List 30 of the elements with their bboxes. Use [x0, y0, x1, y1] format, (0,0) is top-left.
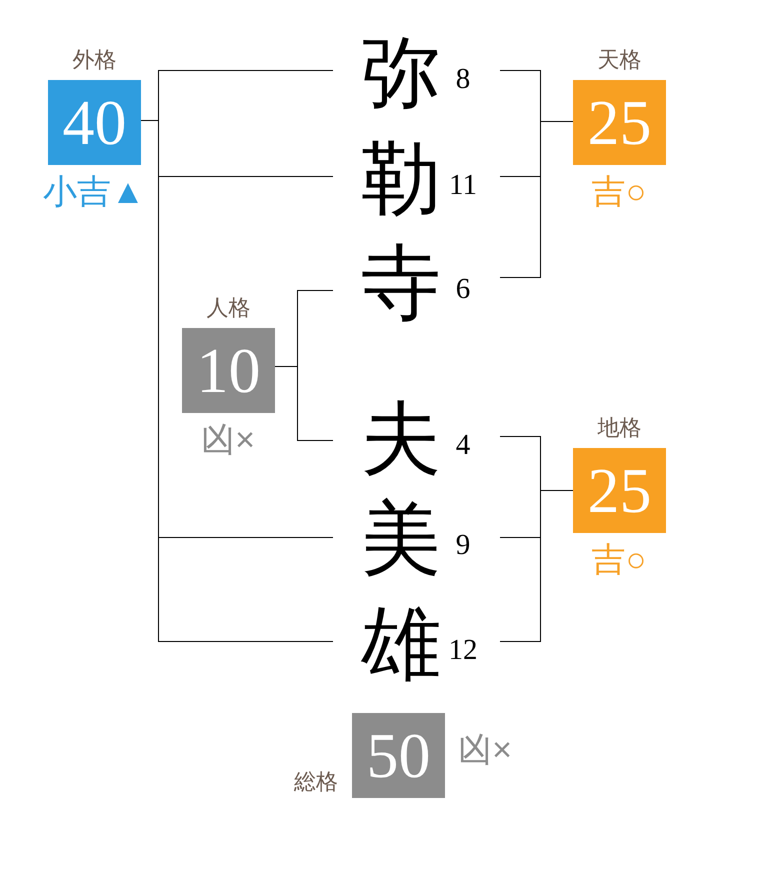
kanji-character: 勒: [361, 140, 441, 220]
kanji-character: 弥: [361, 34, 441, 114]
fortune-verdict: 吉○: [592, 172, 646, 212]
score-tile: 10: [182, 328, 275, 413]
score-tile: 50: [352, 713, 445, 798]
kanji-character: 美: [361, 500, 441, 580]
kanji-character: 夫: [361, 400, 441, 480]
stroke-count: 11: [448, 168, 478, 202]
stroke-count: 4: [454, 428, 472, 462]
score-tile: 40: [48, 80, 141, 165]
connector-line: [500, 490, 574, 642]
fortune-verdict: 凶×: [201, 420, 255, 460]
stroke-count: 6: [454, 272, 472, 306]
fortune-verdict: 凶×: [458, 730, 512, 770]
kanji-character: 雄: [361, 605, 441, 685]
grade-label: 外格: [72, 46, 116, 74]
stroke-count: 12: [448, 633, 478, 667]
grade-label: 地格: [598, 414, 642, 442]
score-tile: 25: [573, 80, 666, 165]
grade-label: 総格: [293, 768, 339, 796]
score-tile: 25: [573, 448, 666, 533]
connector-line: [274, 366, 334, 441]
grade-label: 人格: [206, 294, 250, 322]
stroke-count: 9: [454, 528, 472, 562]
fortune-verdict: 吉○: [592, 540, 646, 580]
grade-label: 天格: [598, 46, 642, 74]
fortune-verdict: 小吉▲: [43, 172, 145, 212]
kanji-character: 寺: [361, 244, 441, 324]
stroke-count: 8: [454, 62, 472, 96]
connector-line: [500, 121, 574, 278]
